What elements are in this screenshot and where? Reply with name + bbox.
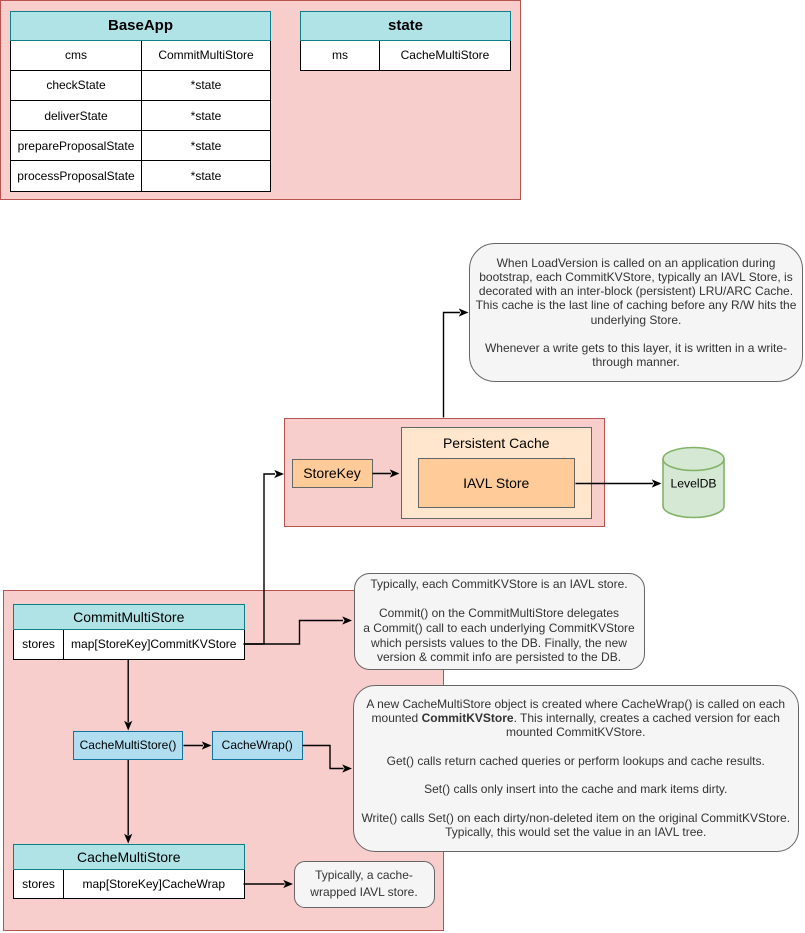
svg-text:LevelDB: LevelDB — [670, 477, 716, 491]
